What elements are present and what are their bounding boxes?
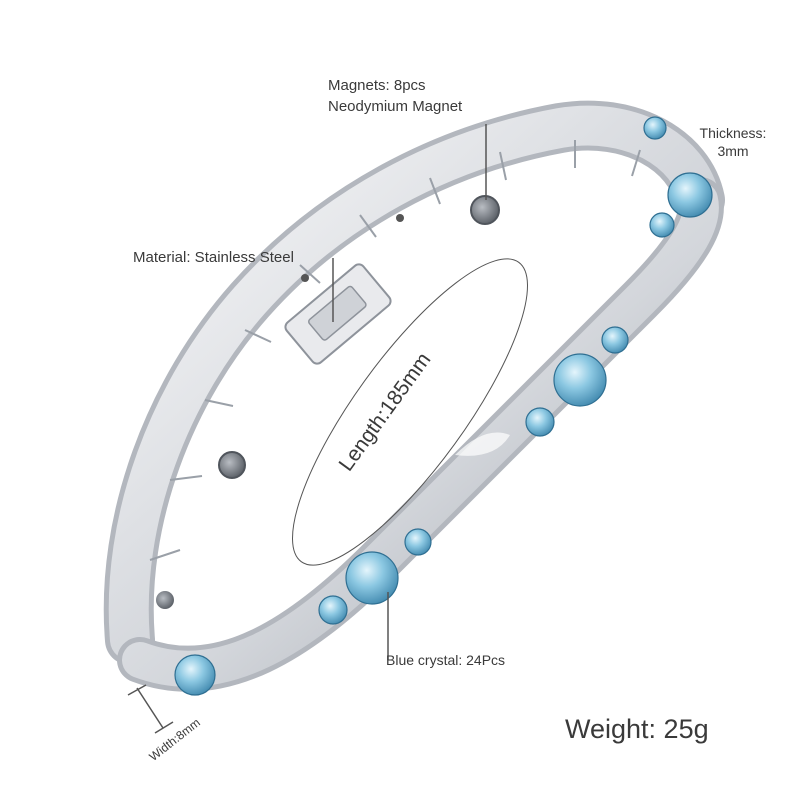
crystal-stones	[174, 116, 713, 696]
magnet-type-label: Neodymium Magnet	[328, 98, 463, 115]
material-label: Material: Stainless Steel	[133, 249, 294, 266]
clasp	[284, 263, 392, 365]
thickness-value: 3mm	[717, 143, 749, 159]
crystal-count-label: Blue crystal: 24Pcs	[386, 652, 506, 668]
magnet-icons	[156, 195, 500, 609]
weight-label: Weight: 25g	[565, 714, 709, 744]
thickness-callout: Thickness: 3mm	[690, 124, 776, 160]
length-ellipse	[292, 258, 528, 566]
bracelet-band	[103, 100, 725, 692]
magnets-callout: Magnets: 8pcs Neodymium Magnet	[328, 75, 462, 117]
x-links	[230, 252, 645, 624]
callout-lines	[127, 124, 487, 734]
thickness-title: Thickness:	[699, 125, 767, 141]
link-segments	[149, 140, 641, 561]
magnets-count-label: Magnets: 8pcs	[328, 77, 426, 94]
